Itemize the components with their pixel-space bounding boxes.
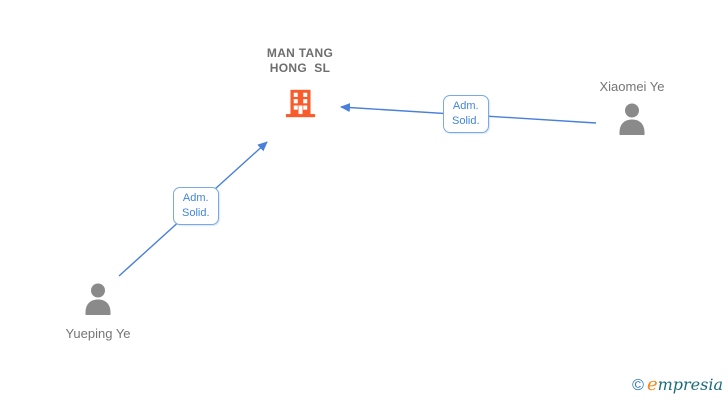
person-icon <box>85 283 111 315</box>
edge-label-xiaomei-adm-solid[interactable]: Adm. Solid. <box>443 95 489 133</box>
company-name-line1: MAN TANG <box>266 46 334 60</box>
edge-label-yueping-adm-solid[interactable]: Adm. Solid. <box>173 187 219 225</box>
building-icon <box>285 89 315 118</box>
person-node-yueping[interactable]: Yueping Ye <box>43 283 153 342</box>
person-icon <box>619 103 645 135</box>
edge-label-line2: Solid. <box>452 115 480 127</box>
edge-label-line2: Solid. <box>182 207 210 219</box>
copyright-icon: © <box>632 377 644 394</box>
person-node-xiaomei[interactable]: Xiaomei Ye <box>577 79 687 140</box>
empresia-logo[interactable]: ©empresia <box>632 376 723 395</box>
company-name: MAN TANG HONG SL <box>240 46 360 76</box>
person-name: Yueping Ye <box>65 326 131 341</box>
company-node[interactable]: MAN TANG HONG SL <box>240 46 360 123</box>
brand-name: mpresia <box>657 375 723 394</box>
person-name: Xiaomei Ye <box>599 79 665 94</box>
company-name-line2: HONG SL <box>269 61 331 75</box>
edge-label-line1: Adm. <box>182 192 209 204</box>
edge-label-line1: Adm. <box>452 100 479 112</box>
brand-initial: e <box>646 374 658 395</box>
